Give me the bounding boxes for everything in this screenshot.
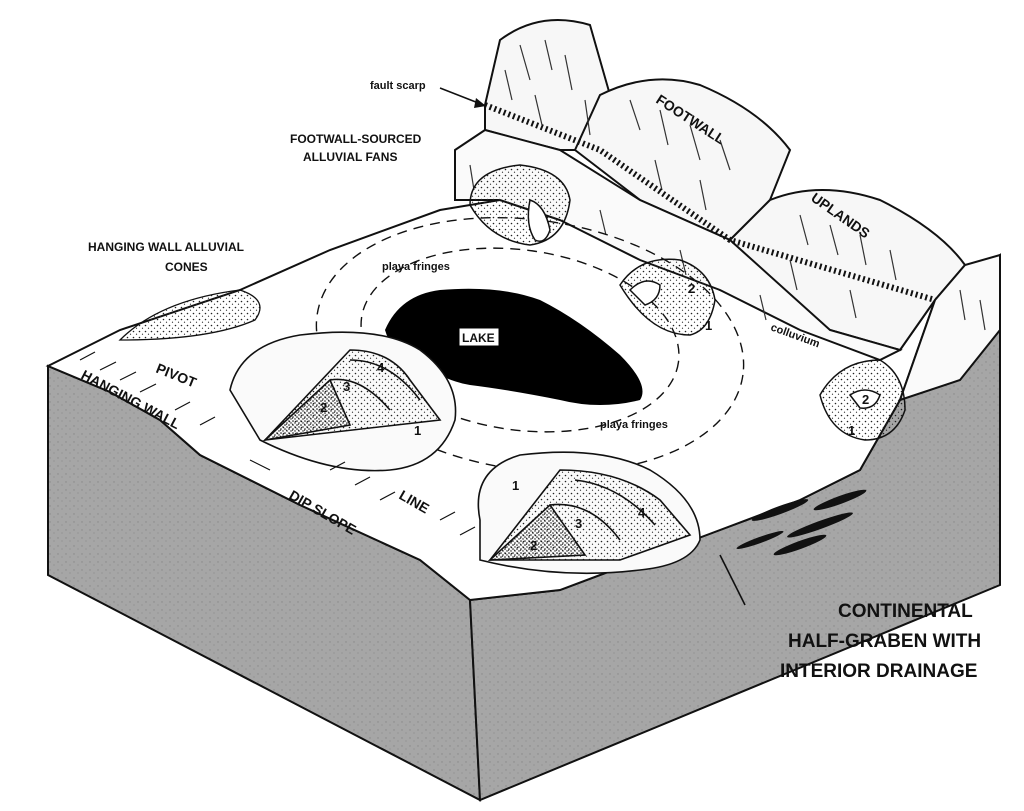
lake-label: LAKE bbox=[462, 331, 495, 345]
left-fan-number-1: 1 bbox=[414, 423, 421, 438]
fault-scarp-arrowhead bbox=[474, 98, 486, 108]
footwall-ridge-2 bbox=[573, 78, 792, 242]
left-fan-number-4: 4 bbox=[377, 360, 385, 375]
front-fan-number-4: 4 bbox=[638, 505, 646, 520]
upper-fan-number-2: 2 bbox=[688, 281, 695, 296]
basin-fault bbox=[719, 554, 746, 606]
basin-fill-lenses bbox=[736, 489, 867, 556]
upper-fan-number-1: 1 bbox=[705, 318, 712, 333]
right-fan-number-2: 2 bbox=[862, 392, 869, 407]
title-line1: CONTINENTAL bbox=[838, 601, 973, 622]
footwall-fans-label-line2: ALLUVIAL FANS bbox=[303, 150, 397, 164]
hanging-wall-cone-upper bbox=[118, 289, 261, 341]
playa-fringes-top-label: playa fringes bbox=[382, 261, 450, 273]
fault-scarp-label: fault scarp bbox=[370, 80, 426, 92]
footwall-fans bbox=[469, 164, 906, 441]
front-fan bbox=[477, 451, 701, 575]
dip-slope-marks bbox=[79, 351, 476, 536]
footwall-fans-label-line1: FOOTWALL-SOURCED bbox=[290, 132, 422, 146]
front-fan-number-3: 3 bbox=[575, 516, 582, 531]
front-fan-number-1: 1 bbox=[512, 478, 519, 493]
lake bbox=[385, 288, 643, 405]
left-fan-number-2: 2 bbox=[320, 400, 327, 415]
hanging-cones-label-line2: CONES bbox=[165, 260, 208, 274]
left-fan bbox=[229, 331, 457, 472]
fan-numbers: 1 2 3 4 1 2 3 4 1 2 1 2 bbox=[320, 281, 869, 553]
left-fan-number-3: 3 bbox=[343, 379, 350, 394]
playa-fringes-bottom-label: playa fringes bbox=[600, 419, 668, 431]
front-fan-number-2: 2 bbox=[530, 538, 537, 553]
right-fan-number-1: 1 bbox=[848, 423, 855, 438]
title-line3: INTERIOR DRAINAGE bbox=[780, 661, 977, 682]
title-line2: HALF-GRABEN WITH bbox=[788, 631, 981, 652]
fault-scarp-band bbox=[483, 102, 936, 303]
playa-fringe-contours bbox=[315, 216, 745, 474]
hanging-cones-label-line1: HANGING WALL ALLUVIAL bbox=[88, 240, 244, 254]
lake-label-box bbox=[458, 327, 500, 347]
